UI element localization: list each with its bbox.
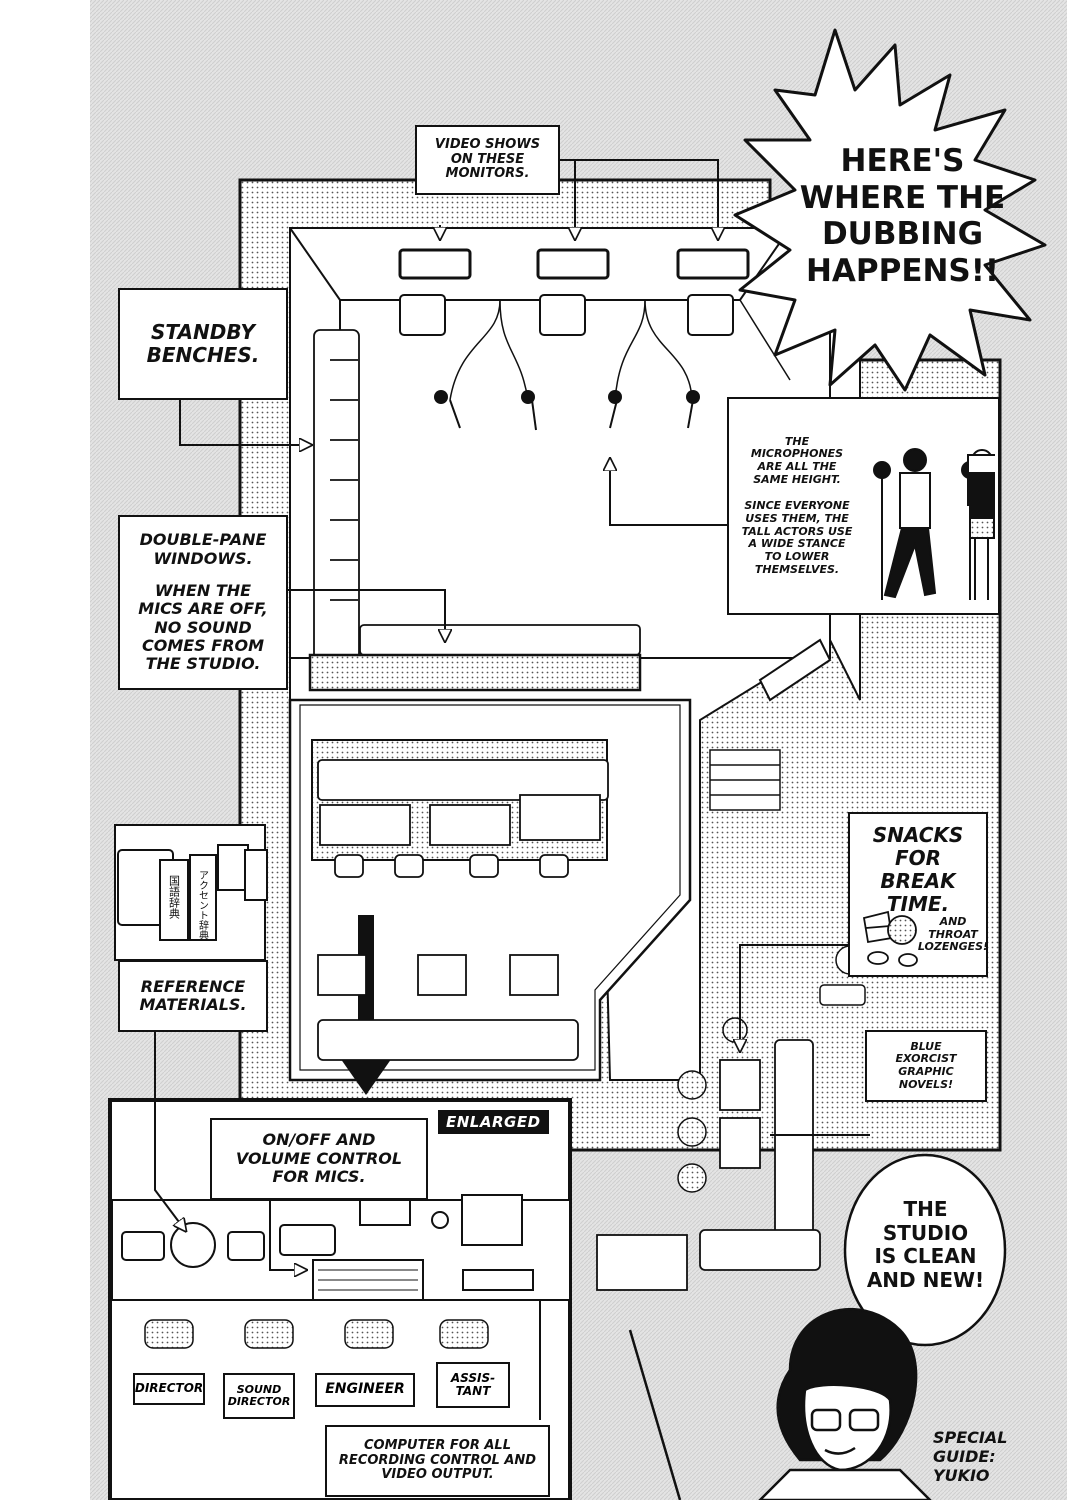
lozenges-caption: AND THROAT LOZENGES! xyxy=(918,905,988,965)
clean-line-3: IS CLEAN xyxy=(874,1244,977,1269)
mic-control-line-2: VOLUME CONTROL xyxy=(235,1148,403,1168)
mics-line-1: THE xyxy=(784,434,810,448)
novels-caption: BLUE EXORCIST GRAPHIC NOVELS! xyxy=(865,1030,987,1102)
title-line-1: HERE'S xyxy=(840,143,965,179)
novels-line-1: BLUE xyxy=(910,1039,942,1053)
windows-line-2: WINDOWS. xyxy=(153,548,253,568)
engineer-line-1: ENGINEER xyxy=(325,1381,405,1398)
standby-bench xyxy=(313,329,360,661)
monitors-line-1: VIDEO SHOWS xyxy=(434,136,541,152)
engineer-label: ENGINEER xyxy=(315,1373,415,1407)
title-speech-bubble xyxy=(733,28,1047,392)
windows-caption: DOUBLE-PANE WINDOWS. WHEN THE MICS ARE O… xyxy=(118,515,288,690)
monitors-line-2: ON THESE xyxy=(450,151,525,167)
title-line-3: DUBBING xyxy=(821,216,984,253)
computer-line-2: RECORDING CONTROL AND xyxy=(338,1452,537,1468)
actors-at-mics-illustration xyxy=(873,448,995,600)
microphones-caption: THE MICROPHONES ARE ALL THE SAME HEIGHT.… xyxy=(727,397,1000,615)
special-guide-label: SPECIAL GUIDE: YUKIO xyxy=(933,1428,1007,1486)
book-spine-1: 国語辞典 xyxy=(168,875,181,920)
computer-line-1: COMPUTER FOR ALL xyxy=(364,1437,511,1453)
snacks-line-3: TIME. xyxy=(886,892,950,916)
windows-note-5: THE STUDIO. xyxy=(145,654,261,674)
computer-line-3: VIDEO OUTPUT. xyxy=(381,1467,494,1483)
mics-line-4: SAME HEIGHT. xyxy=(753,472,841,486)
clean-speech-bubble xyxy=(843,1153,1007,1347)
windows-line-1: DOUBLE-PANE xyxy=(139,530,267,550)
snacks-caption: SNACKS FOR BREAK TIME. xyxy=(848,812,988,977)
studio-monitors xyxy=(398,248,750,280)
enlarged-label: ENLARGED xyxy=(438,1110,549,1134)
novels-line-3: GRAPHIC NOVELS! xyxy=(898,1065,954,1091)
sound-director-label: SOUND DIRECTOR xyxy=(223,1373,295,1419)
clean-line-1: THE xyxy=(903,1197,948,1221)
mics-line-3: ARE ALL THE xyxy=(757,460,837,474)
monitors-line-3: MONITORS. xyxy=(445,166,530,182)
assistant-line-2: TANT xyxy=(455,1384,491,1398)
book-spine-2: アクセント辞典 xyxy=(197,870,209,941)
windows-note-2: MICS ARE OFF, xyxy=(138,599,268,619)
sound-director-line-1: SOUND xyxy=(236,1382,282,1396)
clean-bubble-text: THE STUDIO IS CLEAN AND NEW! xyxy=(858,1197,993,1292)
title-text: HERE'S WHERE THE DUBBING HAPPENS!! xyxy=(790,143,1015,289)
director-label: DIRECTOR xyxy=(133,1373,205,1405)
novels-line-2: EXORCIST xyxy=(895,1052,957,1066)
title-line-2: WHERE THE xyxy=(799,179,1006,216)
windows-note-1: WHEN THE xyxy=(154,580,252,600)
snacks-line-2: FOR BREAK xyxy=(880,846,956,893)
lozenges-line-3: LOZENGES! xyxy=(917,940,989,954)
lozenges-line-2: THROAT xyxy=(928,927,978,941)
benches-line-2: BENCHES. xyxy=(146,343,260,367)
clean-line-2: STUDIO xyxy=(882,1220,969,1245)
assistant-line-1: ASSIS- xyxy=(450,1370,496,1385)
assistant-label: ASSIS- TANT xyxy=(436,1362,510,1408)
mics-note-6: THEMSELVES. xyxy=(754,562,840,576)
reference-caption: REFERENCE MATERIALS. xyxy=(118,960,268,1032)
mic-control-caption: ON/OFF AND VOLUME CONTROL FOR MICS. xyxy=(210,1118,428,1200)
benches-caption: STANDBY BENCHES. xyxy=(118,288,288,400)
snacks-line-1: SNACKS xyxy=(872,823,964,847)
lozenges-line-1: AND xyxy=(939,915,967,929)
mics-note-5: TO LOWER xyxy=(764,549,830,563)
title-line-4: HAPPENS!! xyxy=(805,252,1000,289)
clean-line-4: AND NEW! xyxy=(866,1267,985,1292)
mics-note-3: TALL ACTORS USE xyxy=(741,524,853,538)
reference-line-1: REFERENCE xyxy=(140,976,246,996)
windows-note-3: NO SOUND xyxy=(154,617,252,637)
reference-line-2: MATERIALS. xyxy=(139,995,247,1014)
monitors-caption: VIDEO SHOWS ON THESE MONITORS. xyxy=(415,125,560,195)
computer-caption: COMPUTER FOR ALL RECORDING CONTROL AND V… xyxy=(325,1425,550,1497)
yukio-figure xyxy=(628,1307,932,1500)
mic-control-line-3: FOR MICS. xyxy=(272,1167,366,1187)
guide-line-1: SPECIAL xyxy=(933,1428,1008,1447)
double-pane-window xyxy=(308,653,642,692)
mics-note-1: SINCE EVERYONE xyxy=(744,499,850,513)
mic-control-line-1: ON/OFF AND xyxy=(262,1130,376,1150)
windows-note-4: COMES FROM xyxy=(141,636,265,656)
mics-note-4: A WIDE STANCE xyxy=(748,537,846,551)
guide-line-3: YUKIO xyxy=(933,1466,990,1486)
mics-note-2: USES THEM, THE xyxy=(745,512,849,525)
mics-line-2: MICROPHONES xyxy=(750,447,844,461)
guide-line-2: GUIDE: xyxy=(933,1447,996,1467)
director-line-1: DIRECTOR xyxy=(134,1381,204,1396)
benches-line-1: STANDBY xyxy=(151,320,255,344)
sound-director-line-2: DIRECTOR xyxy=(227,1395,291,1408)
snacks-illustration xyxy=(862,910,918,967)
